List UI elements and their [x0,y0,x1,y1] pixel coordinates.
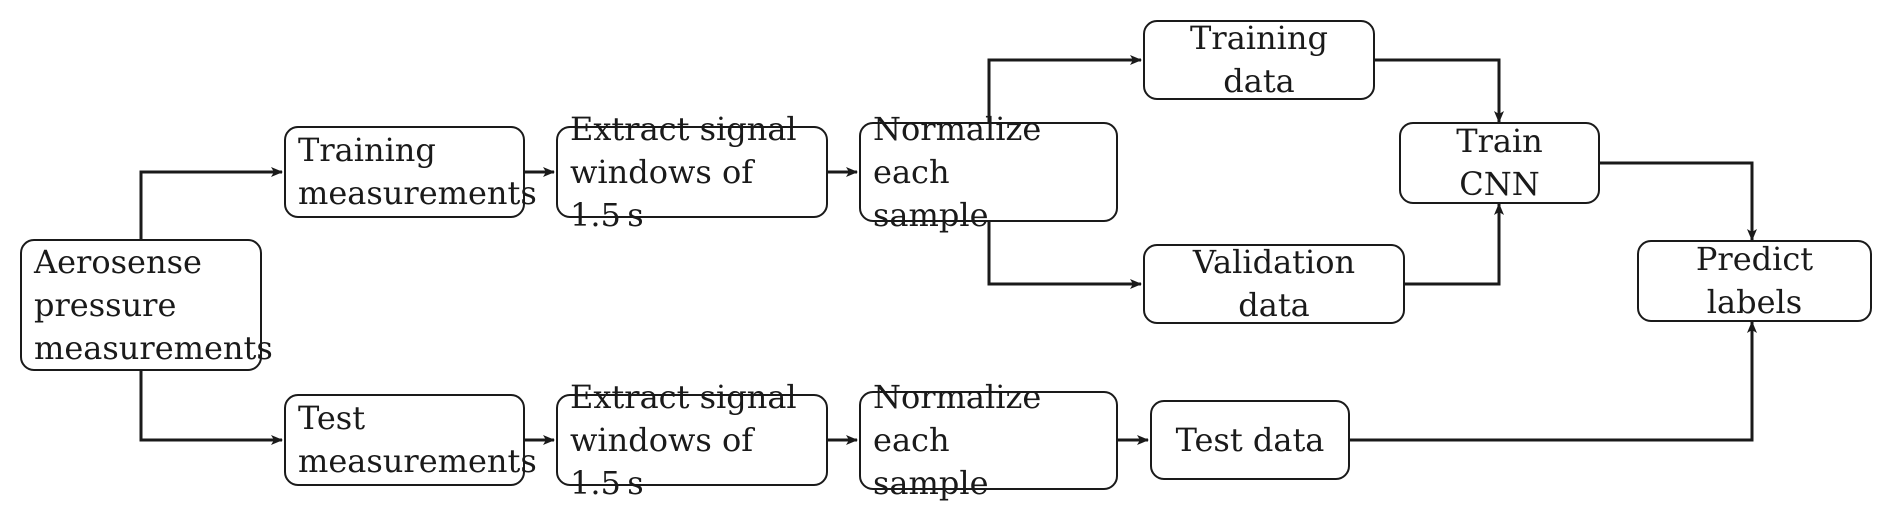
edge-normalize-to-validation-data [987,222,1142,289]
node-extract-signal-windows-test: Extract signal windows of 1.5 s [556,378,828,502]
node-training-measurements: Training measurements [284,126,537,218]
edge-train-cnn-to-predict-labels [1600,161,1757,241]
node-validation-data: Validation data [1143,243,1405,324]
node-normalize-each-sample-train: Normalize each sample [859,110,1118,234]
edge-normalize-to-training-data [987,55,1142,122]
edge-validation-data-to-train-cnn [1405,203,1504,286]
node-training-data: Training data [1143,19,1375,100]
node-predict-labels: Predict labels [1637,240,1872,322]
node-aerosense-pressure-measurements: Aerosense pressure measurements [20,239,273,371]
node-test-measurements: Test measurements [284,394,537,486]
edge-test-data-to-predict-labels [1350,321,1757,442]
edge-aerosense-to-test-measurements [139,371,283,445]
node-extract-signal-windows-train: Extract signal windows of 1.5 s [556,110,828,234]
edge-aerosense-to-training-measurements [139,167,283,239]
node-test-data: Test data [1150,400,1350,480]
node-train-cnn: Train CNN [1399,122,1600,204]
node-normalize-each-sample-test: Normalize each sample [859,378,1118,502]
edge-training-data-to-train-cnn [1375,58,1504,123]
